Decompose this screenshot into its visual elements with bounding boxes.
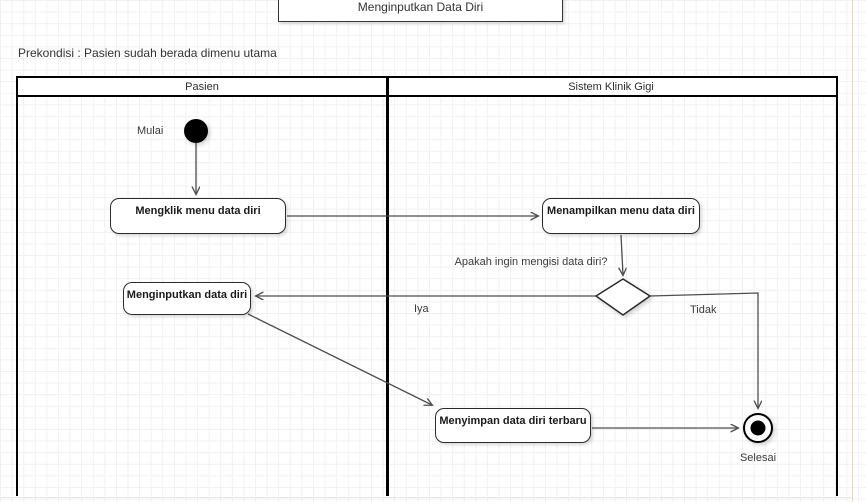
edge-label-iya: Iya [414, 303, 429, 315]
lane-header-sistem-klinik-gigi: Sistem Klinik Gigi [568, 80, 654, 93]
activity-show-menu-label: Menampilkan menu data diri [547, 205, 695, 217]
page-edge-vertical [852, 0, 853, 502]
precondition-text: Prekondisi : Pasien sudah berada dimenu … [18, 46, 277, 60]
lane-divider [386, 78, 389, 496]
decision-question-label: Apakah ingin mengisi data diri? [454, 256, 608, 268]
swimlane-header-row: Pasien Sistem Klinik Gigi [18, 78, 836, 97]
activity-save-data: Menyimpan data diri terbaru [435, 408, 591, 443]
page-edge-horizontal [0, 497, 852, 498]
edge-label-tidak: Tidak [690, 304, 717, 316]
diagram-title-box: Menginputkan Data Diri [278, 0, 563, 22]
start-node-label: Mulai [137, 125, 164, 137]
end-node-label: Selesai [739, 452, 777, 464]
activity-click-menu-label: Mengklik menu data diri [135, 205, 261, 217]
activity-save-data-label: Menyimpan data diri terbaru [439, 415, 587, 427]
activity-click-menu: Mengklik menu data diri [110, 198, 286, 234]
diagram-title: Menginputkan Data Diri [357, 0, 484, 14]
lane-header-pasien: Pasien [185, 80, 219, 93]
activity-show-menu: Menampilkan menu data diri [542, 198, 700, 234]
activity-input-data: Menginputkan data diri [123, 282, 251, 315]
activity-input-data-label: Menginputkan data diri [126, 289, 248, 301]
swimlane-table: Pasien Sistem Klinik Gigi [16, 76, 838, 496]
